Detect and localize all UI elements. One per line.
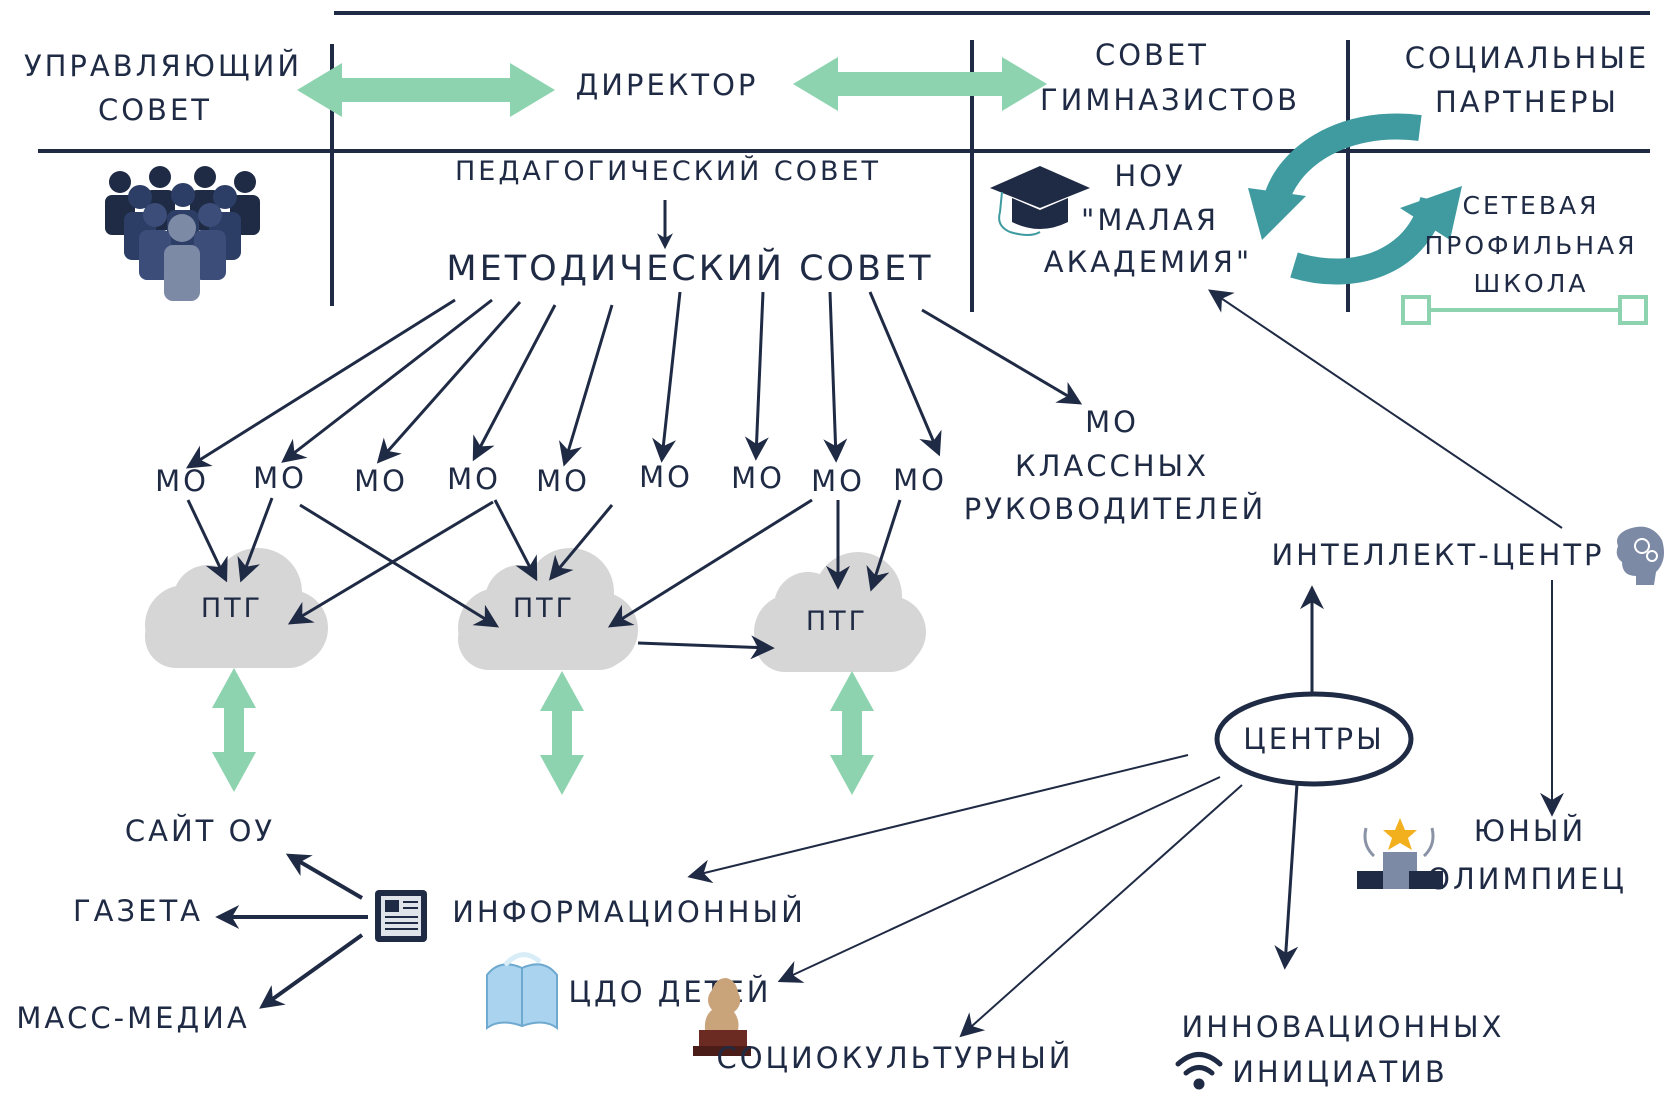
arrow-director-students [793,57,1047,111]
intellect-lines [1208,289,1564,817]
intellect-center-label: ИНТЕЛЛЕКТ-ЦЕНТР [1271,538,1604,572]
network-school-line1: СЕТЕВАЯ [1463,191,1600,220]
book-icon [486,952,558,1031]
people-group-icon [105,166,260,301]
mass-media-label: МАСС-МЕДИА [16,1001,249,1035]
arrow-ptg3 [830,671,874,795]
cdo-children-label: ЦДО ДЕТЕЙ [569,975,772,1009]
mo-label: МО [253,461,307,495]
student-council-line2: ГИМНАЗИСТОВ [1040,83,1300,117]
green-vertical-arrows [212,668,874,795]
arrow-ptg1-site [212,668,256,792]
centers-lines [687,754,1299,1038]
informational-label: ИНФОРМАЦИОННЫЙ [452,895,806,929]
green-double-arrows-header [297,57,1047,117]
innovative-line1: ИННОВАЦИОННЫХ [1182,1010,1505,1044]
mo-labels: МО МО МО МО МО МО МО МО МО [155,460,947,498]
nou-line1: НОУ [1114,159,1185,193]
director-label: ДИРЕКТОР [576,68,759,102]
network-school-line3: ШКОЛА [1473,269,1588,298]
student-council-line1: СОВЕТ [1095,38,1209,72]
ptg-cloud-3 [754,552,926,672]
ptg-cloud-2 [458,548,638,670]
info-lines [215,853,368,1009]
graduation-cap-icon [990,166,1090,236]
statue-icon [693,978,751,1056]
mo-label: МО [731,461,785,495]
network-school-line2: ПРОФИЛЬНАЯ [1425,231,1638,260]
centers-ellipse [1214,691,1414,787]
mo-label: МО [536,464,590,498]
managing-council-line1: УПРАВЛЯЮЩИЙ [24,49,302,83]
young-olympian-line1: ЮНЫЙ [1474,814,1586,848]
social-partners-line2: ПАРТНЕРЫ [1435,85,1619,119]
nou-line2: "МАЛАЯ [1081,203,1219,237]
mo-class-line1: МО [1085,405,1139,439]
network-school-connector [1401,295,1648,325]
mo-label: МО [447,462,501,496]
mo-label: МО [639,460,693,494]
mo-label: МО [155,464,209,498]
ptg-label-3: ПТГ [806,606,868,637]
cycle-arrowheads [1248,186,1462,240]
sociocultural-label: СОЦИОКУЛЬТУРНЫЙ [716,1041,1073,1075]
site-label: САЙТ ОУ [125,814,275,848]
mo-class-line2: КЛАССНЫХ [1015,449,1209,483]
methodical-to-mo-arrows [185,291,1083,469]
mo-label: МО [354,464,408,498]
young-olympian-line2: ОЛИМПИЕЦ [1427,862,1627,896]
mo-label: МО [893,463,947,497]
mo-class-line3: РУКОВОДИТЕЛЕЙ [964,492,1267,526]
nou-line3: АКАДЕМИЯ" [1044,245,1252,279]
centers-label: ЦЕНТРЫ [1243,722,1384,756]
ptg-label-2: ПТГ [513,593,575,624]
innovative-line2: ИНИЦИАТИВ [1232,1055,1448,1089]
mo-to-ptg-arrows [186,497,902,660]
brain-gears-icon [1616,526,1664,585]
pedagogical-council-label: ПЕДАГОГИЧЕСКИЙ СОВЕТ [455,155,881,187]
podium-icon [1357,818,1443,889]
methodical-council-label: МЕТОДИЧЕСКИЙ СОВЕТ [446,247,933,289]
newspaper-icon [375,890,427,942]
newspaper-label: ГАЗЕТА [73,894,203,928]
mo-label: МО [811,464,865,498]
managing-council-line2: СОВЕТ [98,93,212,127]
social-partners-line1: СОЦИАЛЬНЫЕ [1405,41,1650,75]
wifi-icon [1175,1052,1223,1090]
ptg-label-1: ПТГ [201,593,263,624]
arrow-council-director [297,63,555,117]
arrow-ptg2 [540,671,584,795]
